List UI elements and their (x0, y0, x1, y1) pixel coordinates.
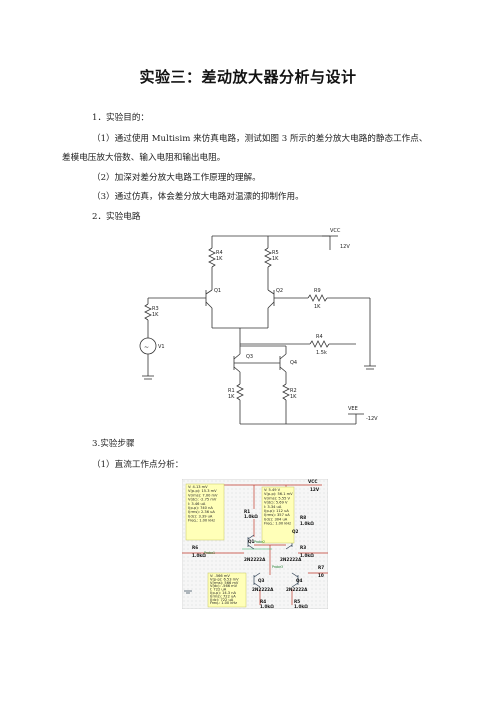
section-objective: 1．实验目的： (92, 113, 150, 123)
r3-label: R3 (152, 306, 159, 312)
sim-q3-label: Q3 (258, 578, 265, 583)
sim-r4-label: R4 (260, 599, 266, 604)
sim-q1-label: Q1 (248, 539, 255, 544)
objective-2: （2）加深对差分放大电路工作原理的理解。 (92, 173, 261, 183)
probe2-line: I: 3.34 uA (264, 505, 282, 509)
rb-label: R9 (314, 288, 321, 294)
r1-value: 1K (228, 394, 235, 400)
r4-label: R4 (216, 250, 223, 256)
r3-value: 1K (152, 312, 159, 318)
r5-label: R5 (272, 250, 279, 256)
probe2-line: I(rms): 357 uA (264, 513, 290, 517)
probe3-line: V(dc): -566 mV (210, 584, 238, 588)
probe2-line: I(dc): 304 uA (264, 517, 288, 521)
page-title: 实验三：差动放大器分析与设计 (139, 68, 357, 86)
ac-source-icon: ~ (144, 344, 149, 351)
probe2-line: I(p-p): 112 uA (264, 509, 289, 513)
probe3-line: V(rms): 566 mV (210, 581, 239, 585)
probe3-line: Freq.: 1.00 kHz (210, 601, 237, 605)
objective-1-line1: （1）通过使用 Multisim 来仿真电路，测试如图 3 所示的差分放大电路的… (92, 134, 428, 144)
probe1-line: V(dc): -2.75 mV (188, 498, 217, 502)
v1-label: V1 (158, 344, 165, 350)
section-circuit: 2．实验电路 (92, 212, 141, 222)
sim-r8-label: R8 (300, 515, 306, 520)
probe3-line: I(rms): 722 uA (210, 594, 236, 598)
vee-value: -12V (366, 416, 378, 422)
probe1-line: V: 4.13 mV (188, 485, 208, 489)
sim-q3-model: 2N2222A (252, 587, 274, 592)
r2-value: 1K (290, 394, 297, 400)
probe1-line: I: 3.46 uA (188, 502, 206, 506)
q2-label: Q2 (276, 288, 283, 294)
probe3-line: V: -566 mV (210, 574, 230, 578)
probe3-line: V(p-p): 6.53 mV (210, 577, 239, 581)
probe-tag-3: Probe3 (272, 565, 283, 569)
probe1-line: V(rms): 7.00 mV (188, 493, 218, 497)
sim-r3-label: R3 (300, 545, 306, 550)
sim-r6-label: R6 (192, 545, 198, 550)
r1-label: R1 (228, 388, 235, 394)
vcc-label: VCC (330, 228, 341, 234)
objective-1-line2: 差模电压放大倍数、输入电阻和输出电阻。 (62, 153, 226, 163)
r5-value: 1K (272, 256, 279, 262)
q3-label: Q3 (246, 354, 253, 360)
probe1-line: I(rms): 2.36 uA (188, 510, 215, 514)
step-1: （1）直流工作点分析： (92, 460, 184, 470)
rf-label: R4 (316, 334, 323, 340)
probe3-line: I: 722 uA (210, 588, 227, 592)
sim-q4-label: Q4 (296, 578, 303, 583)
r2-label: R2 (290, 388, 297, 394)
vcc-value: 12V (340, 244, 350, 250)
probe-tag-1: Probe1 (204, 551, 215, 555)
probe2-line: V(p-p): 56.1 mV (264, 492, 293, 496)
probe2-line: V: 5.49 V (264, 488, 281, 492)
sim-r7-value: 10 (318, 573, 324, 578)
rb-value: 1K (314, 304, 321, 310)
section-steps: 3.实验步骤 (92, 439, 135, 449)
probe1-line: I(dc): 3.39 uA (188, 514, 213, 518)
sim-q4-model: 2N2222A (286, 587, 308, 592)
sim-vcc-value: 12V (310, 487, 320, 492)
sim-q2-label: Q2 (292, 529, 299, 534)
sim-q2-model: 2N2222A (280, 557, 302, 562)
sim-q1-model: 2N2222A (244, 557, 266, 562)
sim-r7-label: R7 (318, 565, 324, 570)
sim-r8-value: 1.0kΩ (300, 521, 314, 526)
probe3-line: I(dc): 722 uA (210, 598, 234, 602)
sim-r4-value: 1.0kΩ (260, 604, 274, 609)
objective-3: （3）通过仿真，体会差分放大电路对温漂的抑制作用。 (92, 192, 304, 202)
probe3-line: I(p-p): 14.3 nA (210, 591, 236, 595)
differential-amplifier-schematic: VCC 12V R4 1K R5 1K R3 1K V1 Q1 Q2 R9 1K… (139, 228, 378, 425)
sim-r5-label: R5 (294, 599, 300, 604)
probe1-line: I(p-p): 740 nA (188, 506, 213, 510)
q1-label: Q1 (214, 288, 221, 294)
q4-label: Q4 (290, 360, 297, 366)
sim-r5-value: 1.0kΩ (294, 604, 308, 609)
multisim-simulation-screenshot: V: 4.13 mVV(p-p): 15.3 mVV(rms): 7.00 mV… (182, 479, 328, 609)
sim-vcc-label: VCC (308, 479, 317, 484)
sim-r1-value: 1.0kΩ (244, 514, 258, 519)
sim-r6-value: 1.0kΩ (192, 553, 206, 558)
r4-value: 1K (216, 256, 223, 262)
probe2-line: V(dc): 5.69 V (264, 501, 288, 505)
probe2-line: V(rms): 5.55 V (264, 496, 291, 500)
probe2-line: Freq.: 1.00 kHz (264, 522, 291, 526)
rf-value: 1.5k (316, 350, 327, 356)
sim-r3-value: 1.0kΩ (300, 553, 314, 558)
probe1-line: V(p-p): 15.3 mV (188, 489, 217, 493)
vee-label: VEE (348, 406, 358, 412)
probe-tag-2: Probe2 (254, 540, 265, 544)
probe1-line: Freq.: 1.00 kHz (188, 519, 215, 523)
sim-r1-label: R1 (244, 509, 250, 514)
